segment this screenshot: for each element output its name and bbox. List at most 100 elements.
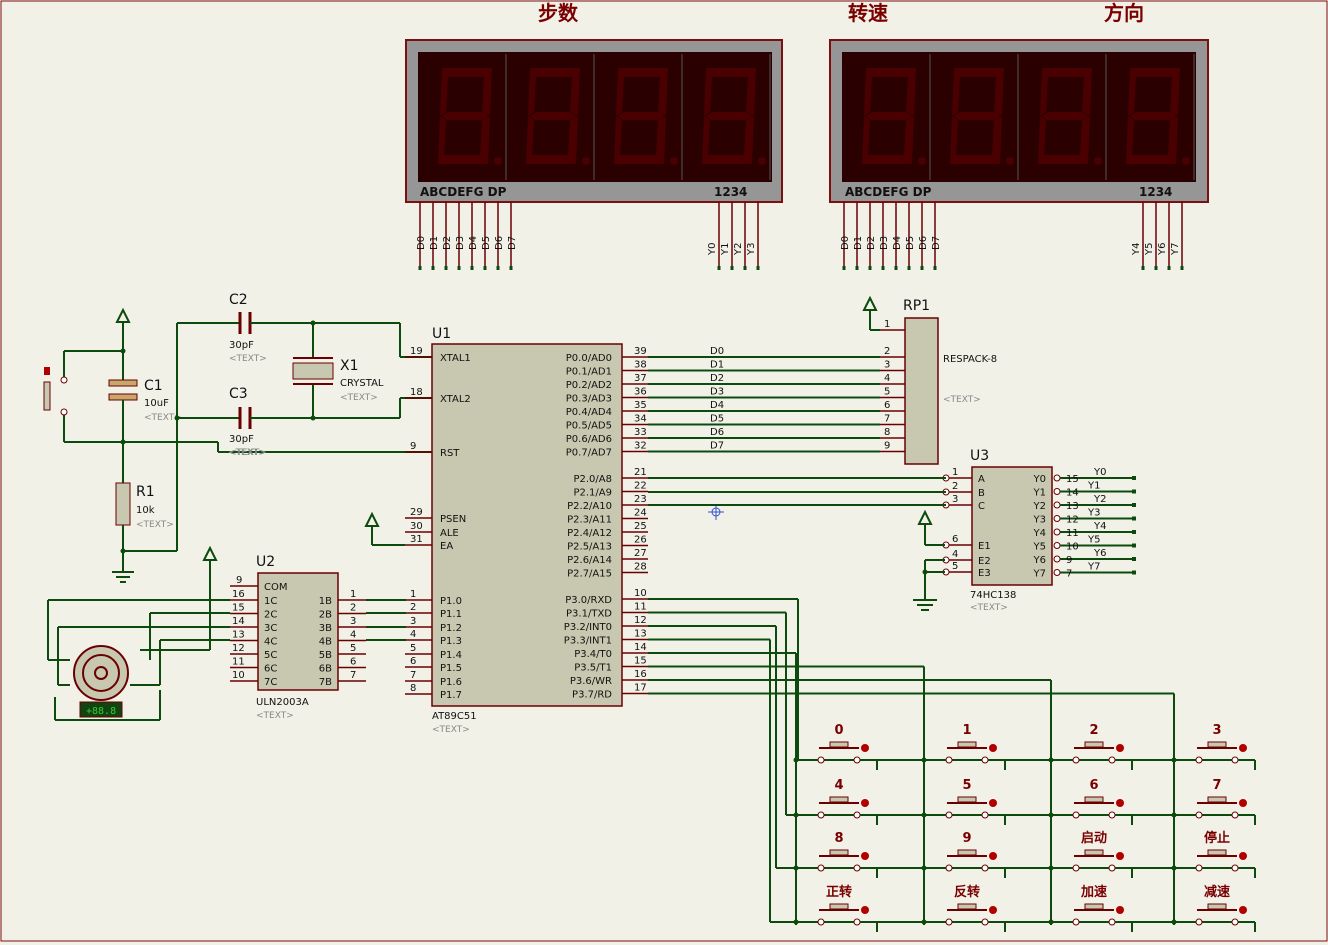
u2-driver[interactable]: U2 ULN2003A <TEXT> 9COM161C152C143C134C1… xyxy=(230,554,366,721)
power-arrow-icon xyxy=(115,307,131,323)
u1-pin-number: 9 xyxy=(410,441,416,452)
r1-ref: R1 xyxy=(136,484,155,500)
u1-pin-name: P3.3/INT1 xyxy=(564,636,612,647)
u1-pin-number: 10 xyxy=(634,588,647,599)
key-4[interactable]: 3 xyxy=(1171,723,1256,770)
u3-pin-name: Y1 xyxy=(1033,488,1046,499)
u2-pin-name: COM xyxy=(264,582,287,593)
net-label: Y4 xyxy=(1131,243,1142,256)
key-6[interactable]: 5 xyxy=(921,778,1006,825)
seven-segment-display-left[interactable]: ABCDEFG DP 1234 xyxy=(405,39,783,203)
c3-value: 30pF xyxy=(229,434,254,445)
u3-pin-number: 7 xyxy=(1066,569,1072,580)
u1-pin-name: EA xyxy=(440,541,453,552)
u1-pin-number: 17 xyxy=(634,683,647,694)
u2-body xyxy=(257,572,339,691)
x1-value: CRYSTAL xyxy=(340,378,384,389)
key-11[interactable]: 启动 xyxy=(1048,830,1133,878)
u1-pin-name: P2.2/A10 xyxy=(567,501,612,512)
motor-body xyxy=(73,645,129,701)
motor-readout-box xyxy=(79,701,123,718)
u1-pin-number: 34 xyxy=(634,414,647,425)
net-label: D6 xyxy=(710,427,724,438)
u3-pin-number: 11 xyxy=(1066,528,1079,539)
key-12[interactable]: 停止 xyxy=(1171,830,1256,878)
seven-segment-display-right[interactable]: ABCDEFG DP 1234 xyxy=(829,39,1209,203)
stepper-motor[interactable]: +88.8 xyxy=(47,599,230,721)
u2-pin-name: 1C xyxy=(264,596,277,607)
u2-pin-name: 3C xyxy=(264,623,277,634)
r1-resistor[interactable] xyxy=(115,482,131,526)
u3-decoder[interactable]: U3 74HC138 <TEXT> 1A2B3C6E14E25E315Y0Y01… xyxy=(942,448,1136,613)
key-2[interactable]: 1 xyxy=(921,723,1006,770)
x1-crystal[interactable] xyxy=(292,362,334,380)
c2-value: 30pF xyxy=(229,340,254,351)
u2-pin-number: 1 xyxy=(350,589,356,600)
u2-pin-number: 5 xyxy=(350,643,356,654)
key-1[interactable]: 0 xyxy=(793,723,878,770)
key-10[interactable]: 9 xyxy=(921,831,1006,878)
reset-button[interactable] xyxy=(43,381,51,411)
u1-pin-number: 22 xyxy=(634,481,647,492)
rp1-power-arrow-icon xyxy=(862,295,878,311)
c3-ref: C3 xyxy=(229,386,248,402)
u1-pin-number: 23 xyxy=(634,494,647,505)
u1-pin-name: P1.1 xyxy=(440,609,462,620)
u2-pin-name: 6B xyxy=(319,664,332,675)
u1-pin-number: 25 xyxy=(634,521,647,532)
key-16[interactable]: 减速 xyxy=(1171,884,1256,932)
u2-part: ULN2003A xyxy=(256,697,309,708)
u1-pin-number: 19 xyxy=(410,346,423,357)
u3-pin-name: Y0 xyxy=(1033,474,1046,485)
display-right-digits xyxy=(862,54,1195,180)
u1-mcu[interactable]: U1 AT89C51 <TEXT> 19XTAL118XTAL29RST29PS… xyxy=(405,326,648,735)
c1-capacitor[interactable] xyxy=(108,379,138,387)
u1-pin-number: 30 xyxy=(410,521,423,532)
u3-pin-name: B xyxy=(978,488,985,499)
rp1-body xyxy=(904,317,939,465)
u2-pin-number: 15 xyxy=(232,603,245,614)
u3-pin-name: Y6 xyxy=(1033,555,1046,566)
rp1-text: <TEXT> xyxy=(943,395,981,405)
u1-pin-name: P0.2/AD2 xyxy=(566,380,612,391)
digit-2 xyxy=(526,68,590,165)
key-7[interactable]: 6 xyxy=(1048,778,1133,825)
u2-pin-name: 7B xyxy=(319,677,332,688)
key-15[interactable]: 加速 xyxy=(1048,884,1133,932)
net-label: Y0 xyxy=(707,243,718,256)
key-label: 1 xyxy=(962,723,971,738)
u1-pin-number: 7 xyxy=(410,670,416,681)
c1-text: <TEXT> xyxy=(144,413,182,423)
u3-pin-number: 12 xyxy=(1066,515,1079,526)
digit-3 xyxy=(1038,68,1102,165)
net-label: Y6 xyxy=(1093,548,1106,559)
u1-pin-number: 6 xyxy=(410,656,416,667)
net-label: D3 xyxy=(455,236,466,250)
key-9[interactable]: 8 xyxy=(793,831,878,878)
u2-pin-name: 3B xyxy=(319,623,332,634)
u2-pin-number: 13 xyxy=(232,630,245,641)
key-14[interactable]: 反转 xyxy=(921,884,1006,932)
r1-value: 10k xyxy=(136,505,155,516)
key-8[interactable]: 7 xyxy=(1171,778,1256,825)
reset-button-cap xyxy=(44,367,50,375)
key-3[interactable]: 2 xyxy=(1048,723,1133,770)
u3-pin-number: 1 xyxy=(952,467,958,478)
net-label: Y3 xyxy=(746,243,757,256)
u1-body xyxy=(431,343,623,707)
rp1-part: RESPACK-8 xyxy=(943,354,997,365)
digit-4 xyxy=(702,68,766,165)
key-label: 2 xyxy=(1089,723,1098,738)
digit-1 xyxy=(862,68,926,165)
display-right-seg-labels: ABCDEFG DP xyxy=(845,185,932,199)
digit-4 xyxy=(1126,68,1190,165)
u1-pin-number: 36 xyxy=(634,387,647,398)
u3-pin-number: 13 xyxy=(1066,501,1079,512)
key-13[interactable]: 正转 xyxy=(793,884,878,932)
u2-pin-number: 16 xyxy=(232,589,245,600)
u1-pin-number: 11 xyxy=(634,602,647,613)
key-5[interactable]: 4 xyxy=(793,778,878,825)
u1-pin-name: P2.7/A15 xyxy=(567,569,612,580)
